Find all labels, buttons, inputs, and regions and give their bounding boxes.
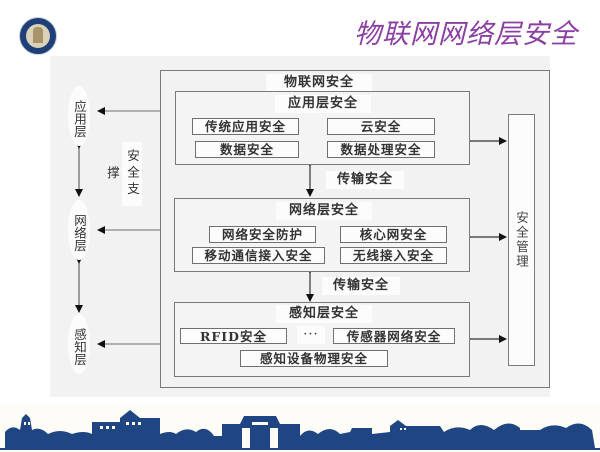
core-network-security: 核心网安全 bbox=[340, 226, 447, 243]
mobile-access-security: 移动通信接入安全 bbox=[192, 247, 325, 264]
slide-title: 物联网网络层安全 bbox=[354, 19, 578, 50]
perception-layer-node: 感知层 bbox=[68, 314, 90, 374]
network-layer-node: 网络层 bbox=[68, 200, 90, 260]
perception-device-physical-security: 感知设备物理安全 bbox=[240, 350, 388, 367]
campus-skyline-footer bbox=[0, 404, 600, 452]
sensor-network-security: 传感器网络安全 bbox=[333, 328, 455, 344]
rfid-security: RFID安全 bbox=[180, 328, 287, 344]
data-processing-security: 数据处理安全 bbox=[327, 141, 435, 158]
security-management-label: 安全管理 bbox=[514, 211, 529, 269]
application-layer-title: 应用层安全 bbox=[275, 95, 371, 113]
logo-tower-icon bbox=[33, 27, 43, 43]
network-security-protection: 网络安全防护 bbox=[209, 226, 316, 243]
application-layer-node: 应用层 bbox=[68, 86, 90, 146]
iot-security-box bbox=[160, 70, 550, 388]
traditional-app-security: 传统应用安全 bbox=[192, 118, 299, 135]
security-management-box: 安全管理 bbox=[508, 114, 535, 366]
perception-layer-title: 感知层安全 bbox=[276, 305, 372, 323]
transport-security-label-upper: 传输安全 bbox=[326, 171, 404, 189]
ellipsis: ··· bbox=[297, 326, 325, 344]
wireless-access-security: 无线接入安全 bbox=[340, 247, 447, 264]
data-security: 数据安全 bbox=[195, 141, 299, 158]
transport-security-label-lower: 传输安全 bbox=[322, 277, 400, 295]
security-support-label: 安全支撑 bbox=[105, 142, 142, 206]
network-layer-title: 网络层安全 bbox=[276, 202, 372, 220]
university-logo bbox=[19, 17, 57, 55]
iot-security-title: 物联网安全 bbox=[266, 74, 372, 92]
cloud-security: 云安全 bbox=[327, 118, 435, 135]
